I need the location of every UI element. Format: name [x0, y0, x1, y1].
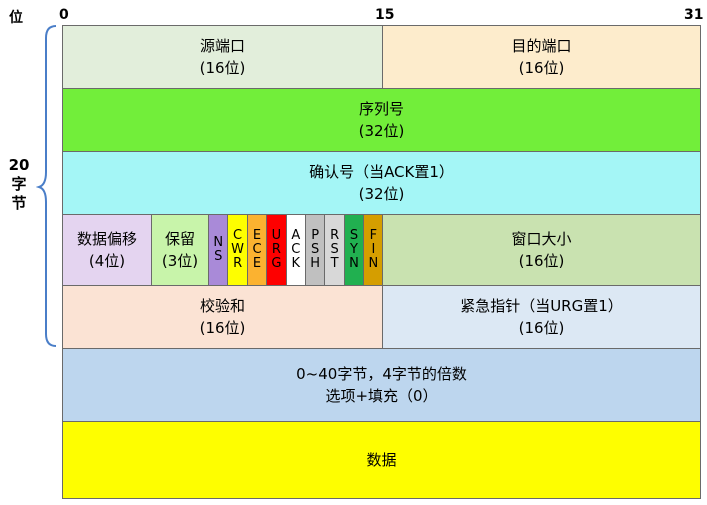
checksum-field: 校验和 (16位)	[62, 285, 383, 349]
header-size-char-2: 节	[11, 194, 27, 212]
flag-cwr-letter: W	[231, 242, 245, 257]
data-offset-name: 数据偏移	[76, 230, 137, 248]
header-size-char-1: 字	[11, 175, 27, 193]
source-port-field: 源端口 (16位)	[62, 25, 383, 89]
flag-urg-letter: G	[271, 256, 282, 271]
flag-ack-letter: A	[291, 228, 301, 243]
dest-port-size: (16位)	[518, 59, 565, 77]
flag-rst-letter: R	[330, 228, 340, 243]
sequence-number-name: 序列号	[358, 100, 404, 118]
window-size-size: (16位)	[518, 252, 565, 270]
flag-ack-letter: C	[291, 242, 301, 257]
flag-ece-letter: E	[252, 228, 262, 243]
data-offset-size: (4位)	[88, 252, 126, 270]
flag-syn-letter: S	[349, 228, 359, 243]
dest-port-field: 目的端口 (16位)	[382, 25, 701, 89]
flag-fin-letter: F	[369, 228, 378, 243]
header-brace	[36, 25, 57, 347]
flag-fin-letter: I	[371, 242, 376, 257]
payload-data-name: 数据	[366, 451, 397, 469]
options-length-note: 0~40字节，4字节的倍数	[296, 365, 467, 383]
ack-number-size: (32位)	[358, 185, 405, 203]
window-size-field: 窗口大小 (16位)	[382, 214, 701, 286]
flag-ns-letter: N	[213, 235, 224, 250]
flag-cwr-letter: C	[233, 228, 243, 243]
header-size-number: 20	[8, 156, 30, 174]
header-size-label: 20 字 节	[4, 156, 34, 213]
flag-ack-letter: K	[291, 256, 301, 271]
checksum-size: (16位)	[199, 319, 246, 337]
flag-fin-letter: N	[368, 256, 379, 271]
options-name: 选项+填充（0）	[325, 387, 438, 405]
reserved-size: (3位)	[161, 252, 199, 270]
ack-number-name: 确认号（当ACK置1）	[309, 163, 454, 181]
bit-unit-label: 位	[9, 10, 23, 26]
urgent-pointer-field: 紧急指针（当URG置1） (16位)	[382, 285, 701, 349]
urgent-pointer-name: 紧急指针（当URG置1）	[460, 297, 623, 315]
reserved-field: 保留 (3位)	[151, 214, 209, 286]
flag-syn-letter: N	[349, 256, 359, 271]
payload-data-field: 数据	[62, 421, 701, 499]
flag-cwr-letter: R	[233, 256, 243, 271]
data-offset-field: 数据偏移 (4位)	[62, 214, 152, 286]
window-size-name: 窗口大小	[511, 230, 572, 248]
flag-syn-letter: Y	[350, 242, 358, 257]
flag-ns-letter: S	[214, 249, 223, 264]
sequence-number-size: (32位)	[358, 122, 405, 140]
options-field: 0~40字节，4字节的倍数 选项+填充（0）	[62, 348, 701, 422]
reserved-name: 保留	[164, 230, 195, 248]
flag-psh-letter: S	[311, 242, 320, 257]
source-port-name: 源端口	[199, 37, 245, 55]
flag-psh-letter: P	[311, 228, 320, 243]
flag-psh-letter: H	[310, 256, 321, 271]
flag-ece-letter: E	[252, 256, 262, 271]
flag-urg-letter: R	[271, 242, 281, 257]
ack-number-field: 确认号（当ACK置1） (32位)	[62, 151, 701, 215]
bit-label-31: 31	[684, 7, 704, 23]
flag-rst-letter: T	[330, 256, 339, 271]
bit-label-0: 0	[59, 7, 69, 23]
sequence-number-field: 序列号 (32位)	[62, 88, 701, 152]
flag-ece-letter: C	[252, 242, 262, 257]
dest-port-name: 目的端口	[511, 37, 572, 55]
bit-label-15: 15	[375, 7, 395, 23]
checksum-name: 校验和	[199, 297, 245, 315]
flag-rst-letter: S	[330, 242, 339, 257]
urgent-pointer-size: (16位)	[518, 319, 565, 337]
flag-urg-letter: U	[271, 228, 282, 243]
source-port-size: (16位)	[199, 59, 246, 77]
